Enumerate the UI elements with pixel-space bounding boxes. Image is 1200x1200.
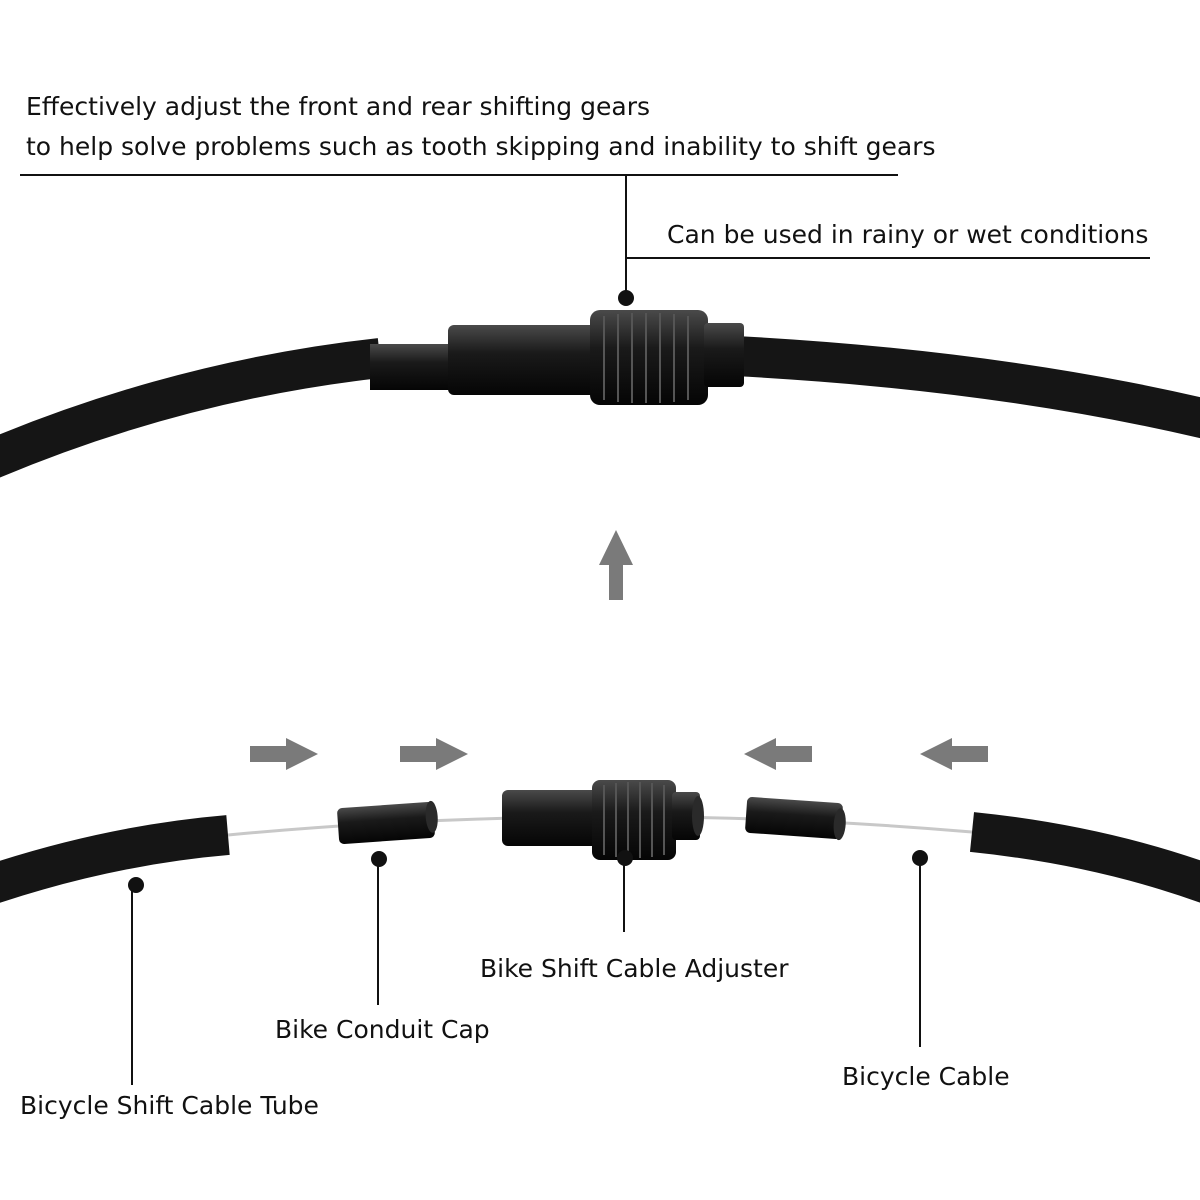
assembled-cable: [0, 310, 1200, 478]
assembled-adjuster-body: [448, 325, 596, 395]
assembled-housing-right: [733, 336, 1200, 439]
assembled-adjuster-collar: [704, 323, 744, 387]
right-arrow-icon: [400, 738, 468, 770]
adjuster-label: Bike Shift Cable Adjuster: [480, 954, 789, 983]
leader-cable: [912, 850, 928, 1047]
top-leader-dot: [618, 290, 634, 306]
left-arrow-icon: [920, 738, 988, 770]
exploded-view: [0, 780, 1200, 903]
leader-tube: [128, 877, 144, 1085]
cable-label: Bicycle Cable: [842, 1062, 1010, 1091]
headline-line-1: Effectively adjust the front and rear sh…: [26, 92, 650, 121]
up-arrow-icon: [599, 530, 633, 600]
left-arrow-icon: [744, 738, 812, 770]
headline-line-2: to help solve problems such as tooth ski…: [26, 132, 936, 161]
wet-conditions-label: Can be used in rainy or wet conditions: [667, 220, 1149, 249]
adjuster-part: [502, 780, 704, 860]
leader-adjuster: [617, 850, 633, 932]
conduit-cap-label: Bike Conduit Cap: [275, 1015, 490, 1044]
assembled-adjuster-knob: [590, 310, 708, 405]
right-arrow-icon: [250, 738, 318, 770]
housing-left: [0, 815, 230, 903]
housing-right: [969, 812, 1200, 903]
conduit-cap-right: [745, 797, 846, 841]
assembled-housing-left: [0, 338, 383, 478]
assembled-ferrule: [370, 344, 452, 390]
tube-label: Bicycle Shift Cable Tube: [20, 1091, 319, 1120]
leader-conduit-cap: [371, 851, 387, 1005]
conduit-cap-left: [337, 800, 438, 844]
